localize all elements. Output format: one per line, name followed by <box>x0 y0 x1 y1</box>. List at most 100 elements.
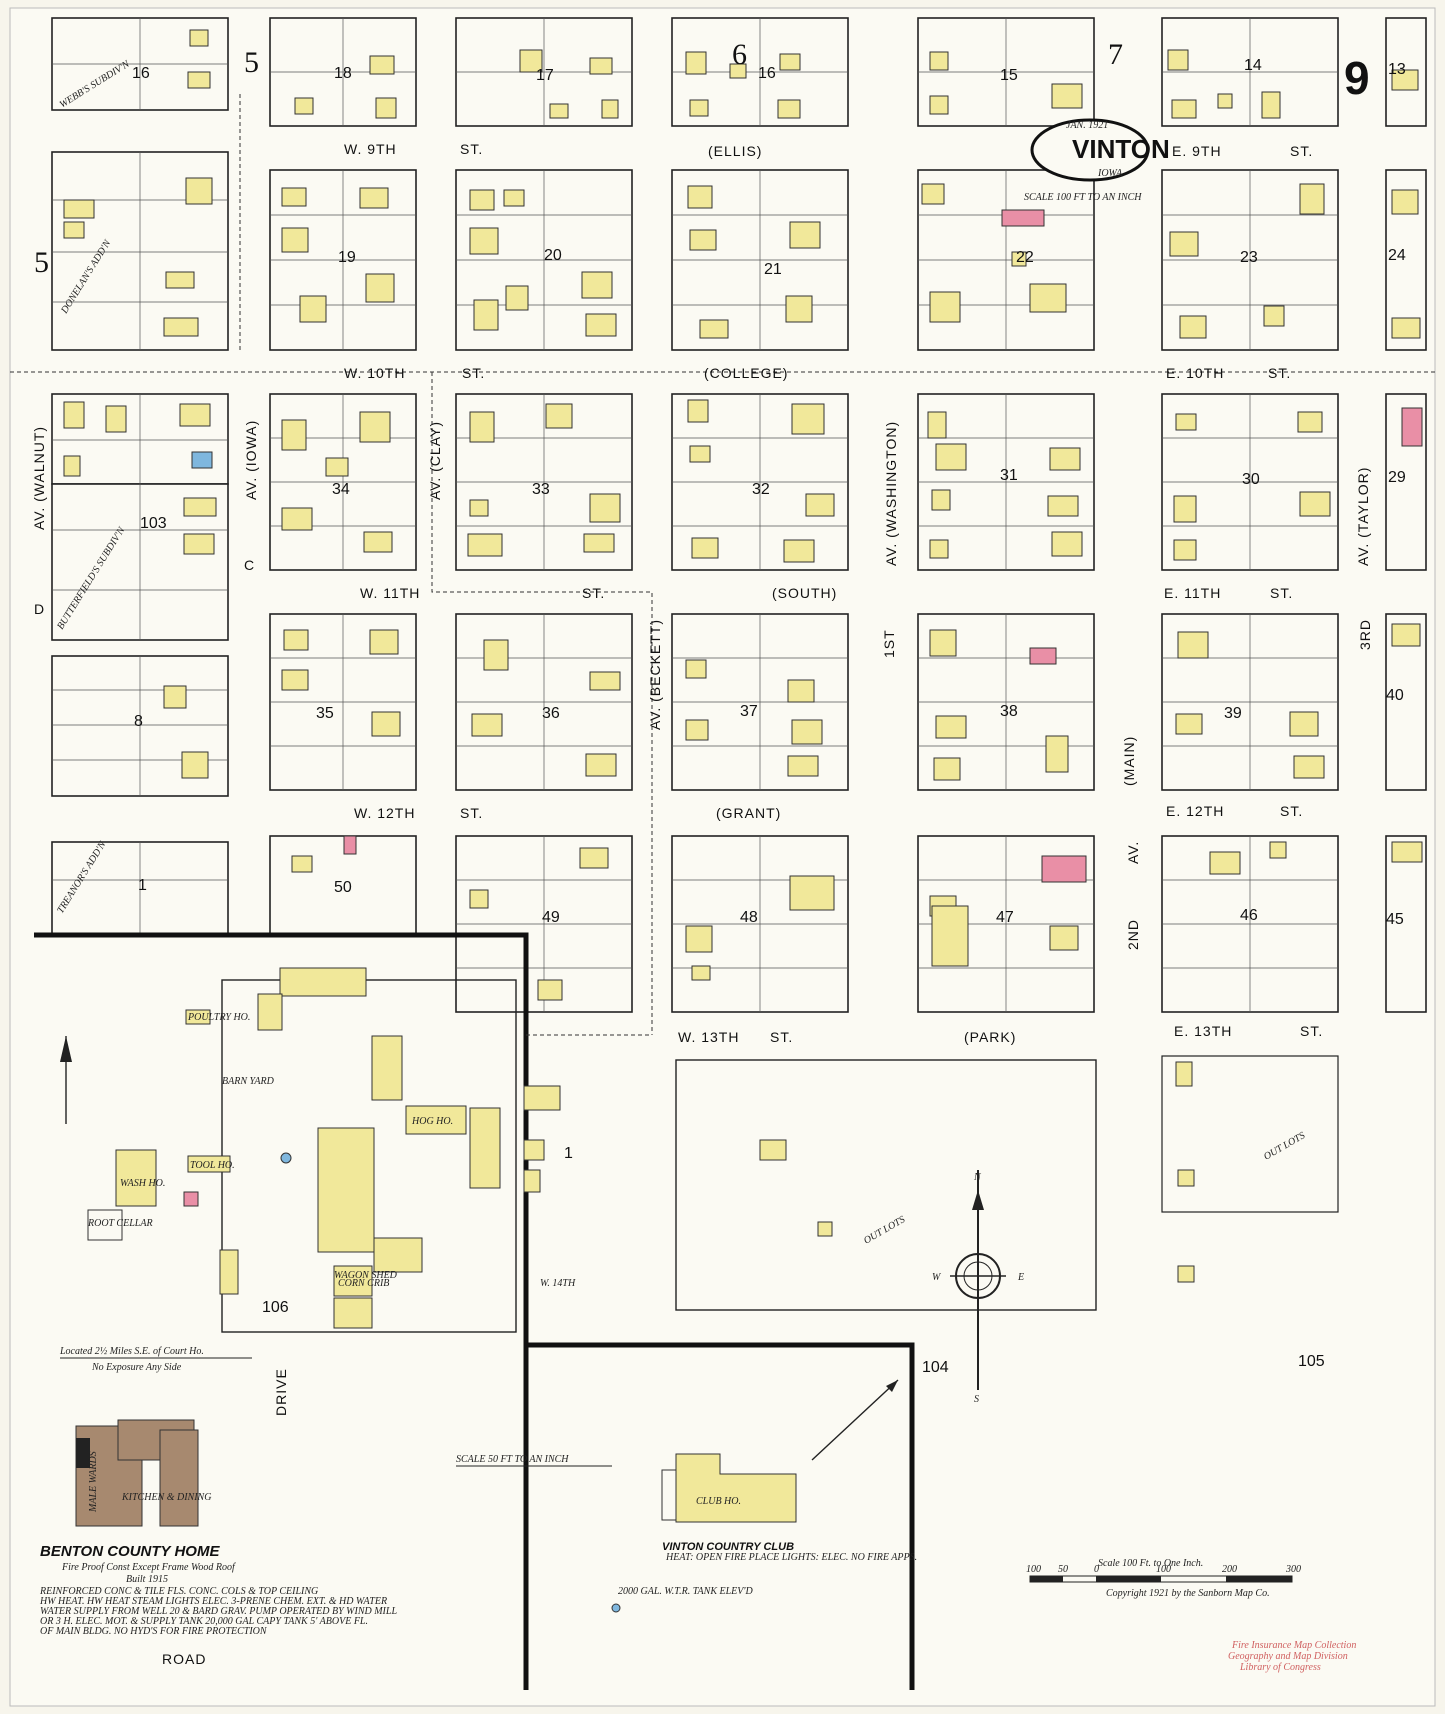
scale-main: SCALE 100 FT TO AN INCH <box>1024 192 1142 203</box>
block-number: 40 <box>1386 687 1404 704</box>
svg-text:REINFORCED CONC & TILE FLS. CO: REINFORCED CONC & TILE FLS. CONC. COLS &… <box>39 1586 318 1597</box>
block-number: 38 <box>1000 703 1018 720</box>
svg-text:ST.: ST. <box>1270 585 1293 601</box>
street-e12th: E. 12TH <box>1166 803 1224 819</box>
street-walnut: AV. (WALNUT) <box>31 426 47 530</box>
svg-text:S: S <box>974 1394 979 1405</box>
street-college: (COLLEGE) <box>704 365 788 381</box>
svg-text:OF MAIN BLDG. NO HYD'S FOR FIR: OF MAIN BLDG. NO HYD'S FOR FIRE PROTECTI… <box>40 1626 268 1637</box>
block-number: 19 <box>338 249 356 266</box>
svg-text:100: 100 <box>1156 1564 1171 1575</box>
block-number: 22 <box>1016 249 1034 266</box>
block-number: 23 <box>1240 249 1258 266</box>
svg-text:E: E <box>1017 1272 1024 1283</box>
country-club-name: VINTON COUNTRY CLUB <box>662 1541 794 1553</box>
town-name: VINTON <box>1072 134 1170 164</box>
country-club-details: HEAT: OPEN FIRE PLACE LIGHTS: ELEC. NO F… <box>665 1552 917 1563</box>
county-home-grounds <box>87 967 561 1333</box>
svg-text:WAGON SHED: WAGON SHED <box>334 1270 398 1281</box>
block-number: 39 <box>1224 705 1242 722</box>
block-number: 13 <box>1388 61 1406 78</box>
block-number: 24 <box>1388 247 1406 264</box>
block-number: 1 <box>138 877 147 894</box>
compass-rose <box>60 1036 1006 1390</box>
svg-text:ST.: ST. <box>460 805 483 821</box>
block-number: 21 <box>764 261 782 278</box>
county-home-exposure: No Exposure Any Side <box>91 1362 182 1373</box>
block-number: 35 <box>316 705 334 722</box>
county-home-built: Built 1915 <box>126 1574 168 1585</box>
svg-text:ST.: ST. <box>462 365 485 381</box>
street-drive: DRIVE <box>273 1368 289 1416</box>
svg-text:100: 100 <box>1026 1564 1041 1575</box>
street-e9th: E. 9TH <box>1172 143 1222 159</box>
copyright: Copyright 1921 by the Sanborn Map Co. <box>1106 1588 1270 1599</box>
street-road: ROAD <box>162 1651 206 1667</box>
street-2nd: 2ND <box>1125 919 1141 950</box>
svg-text:ST.: ST. <box>460 141 483 157</box>
lot-lines <box>52 18 1338 1012</box>
block-number: 34 <box>332 481 350 498</box>
svg-text:Geography and Map Division: Geography and Map Division <box>1228 1651 1348 1662</box>
svg-text:50: 50 <box>1058 1564 1068 1575</box>
block-number: 29 <box>1388 469 1406 486</box>
county-home-building <box>75 1419 199 1527</box>
svg-text:C: C <box>244 557 255 573</box>
block-number: 15 <box>1000 67 1018 84</box>
country-club <box>611 1055 1339 1613</box>
svg-text:WATER SUPPLY FROM WELL 20 & BA: WATER SUPPLY FROM WELL 20 & BARD GRAV. P… <box>40 1606 397 1617</box>
scale-bar-text: Scale 100 Ft. to One Inch. 100 50 0 100 … <box>1026 1558 1301 1599</box>
street-beckett: AV. (BECKETT) <box>647 619 663 730</box>
street-w9th: W. 9TH <box>344 141 397 157</box>
street-main: (MAIN) <box>1121 736 1137 786</box>
street-w14th: W. 14TH <box>540 1278 576 1289</box>
svg-text:ST.: ST. <box>770 1029 793 1045</box>
sheet-number: 9 <box>1344 52 1370 104</box>
street-1st: 1ST <box>881 629 897 658</box>
street-south: (SOUTH) <box>772 585 837 601</box>
block-number: 48 <box>740 909 758 926</box>
street-w10th: W. 10TH <box>344 365 405 381</box>
street-e13th: E. 13TH <box>1174 1023 1232 1039</box>
svg-text:0: 0 <box>1094 1564 1099 1575</box>
scale-inset: SCALE 50 FT TO AN INCH <box>456 1454 569 1465</box>
block-number: 33 <box>532 481 550 498</box>
block-number: 16 <box>758 65 776 82</box>
svg-text:OR 3 H. ELEC. MOT. & SUPPLY TA: OR 3 H. ELEC. MOT. & SUPPLY TANK 20,000 … <box>40 1616 368 1627</box>
street-washington: AV. (WASHINGTON) <box>883 421 899 566</box>
svg-text:WASH HO.: WASH HO. <box>120 1178 165 1189</box>
block-number: 104 <box>922 1359 949 1376</box>
street-e11th: E. 11TH <box>1164 585 1221 601</box>
street-e10th: E. 10TH <box>1166 365 1224 381</box>
adjoining-sheet-7: 7 <box>1108 38 1123 71</box>
block-number: 45 <box>1386 911 1404 928</box>
water-tank-label: 2000 GAL. W.T.R. TANK ELEV'D <box>618 1586 754 1597</box>
svg-text:KITCHEN & DINING: KITCHEN & DINING <box>121 1492 211 1503</box>
block-number: 8 <box>134 713 143 730</box>
county-home-text: Located 2½ Miles S.E. of Court Ho. No Ex… <box>39 1012 453 1637</box>
block-number: 105 <box>1298 1353 1325 1370</box>
svg-text:Library of Congress: Library of Congress <box>1239 1662 1321 1673</box>
street-av: AV. <box>1125 841 1141 864</box>
block-number: 17 <box>536 67 554 84</box>
adjoining-sheet-5b: 5 <box>34 246 49 279</box>
svg-text:MALE WARDS: MALE WARDS <box>88 1451 99 1513</box>
scale-bar-graphic <box>1029 1575 1293 1583</box>
water-pipes <box>10 94 1435 1036</box>
street-clay: AV. (CLAY) <box>427 421 443 500</box>
scale-bar-label: Scale 100 Ft. to One Inch. <box>1098 1558 1203 1569</box>
county-home-construction: Fire Proof Const Except Frame Wood Roof <box>61 1562 236 1573</box>
state-name: IOWA <box>1097 168 1123 179</box>
street-grant: (GRANT) <box>716 805 781 821</box>
block-number: 16 <box>132 65 150 82</box>
block-number: 103 <box>140 515 167 532</box>
svg-text:POULTRY HO.: POULTRY HO. <box>187 1012 250 1023</box>
club-house-label: CLUB HO. <box>696 1496 741 1507</box>
adjoining-sheet-6: 6 <box>732 38 747 71</box>
street-park: (PARK) <box>964 1029 1016 1045</box>
heavy-boundaries <box>34 932 915 1690</box>
block-number: 32 <box>752 481 770 498</box>
block-numbers: 16 18 17 16 15 14 13 19 20 21 22 23 24 3… <box>132 57 1406 1376</box>
street-iowa: AV. (IOWA) <box>243 420 259 500</box>
street-w11th: W. 11TH <box>360 585 420 601</box>
